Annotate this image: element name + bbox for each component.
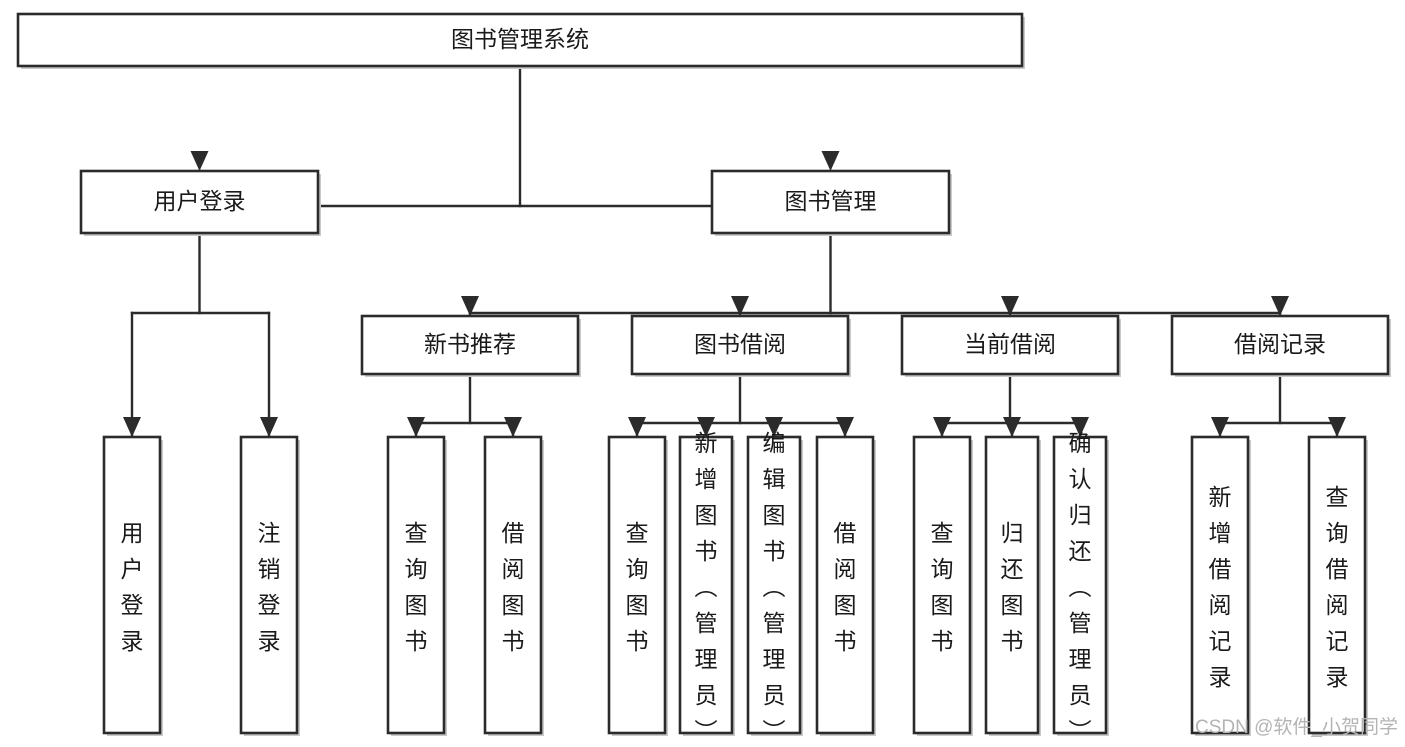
arrow-head xyxy=(1211,417,1229,437)
node-label: 借阅图书 xyxy=(834,520,857,654)
arrow-head xyxy=(1003,417,1021,437)
node-label: 借阅图书 xyxy=(502,520,525,654)
node-label: 新增借阅记录 xyxy=(1209,484,1232,690)
arrow-head xyxy=(407,417,425,437)
edge-group-book-management xyxy=(461,231,1289,318)
node-book-borrow[interactable]: 图书借阅 xyxy=(630,314,851,377)
nodes-layer: 图书管理系统用户登录图书管理新书推荐图书借阅当前借阅借阅记录用户登录注销登录查询… xyxy=(16,12,1391,744)
node-box[interactable] xyxy=(1170,314,1390,376)
node-box[interactable] xyxy=(912,435,972,735)
arrow-head xyxy=(697,417,715,437)
node-box[interactable] xyxy=(607,435,667,735)
edge-group-current-borrow xyxy=(933,372,1089,439)
node-leaf-edit-book[interactable]: 编辑图书︵管理员︶ xyxy=(746,430,803,744)
node-label: 借阅记录 xyxy=(1234,331,1326,357)
node-label: 归还图书 xyxy=(1001,520,1024,654)
node-box[interactable] xyxy=(815,435,875,735)
node-label: 当前借阅 xyxy=(964,331,1056,357)
node-box[interactable] xyxy=(239,435,299,735)
node-label: 查询图书 xyxy=(626,520,649,654)
node-current-borrow[interactable]: 当前借阅 xyxy=(900,314,1121,377)
node-leaf-query-book-bb[interactable]: 查询图书 xyxy=(607,435,668,736)
arrow-head xyxy=(123,417,141,437)
node-leaf-user-login[interactable]: 用户登录 xyxy=(102,435,163,736)
node-label: 用户登录 xyxy=(121,520,144,654)
node-label: 图书管理系统 xyxy=(451,26,589,52)
node-leaf-query-book-nbr[interactable]: 查询图书 xyxy=(386,435,447,736)
node-box[interactable] xyxy=(102,435,162,735)
edge-group-borrow-record xyxy=(1211,372,1346,439)
node-leaf-add-record[interactable]: 新增借阅记录 xyxy=(1190,435,1251,736)
node-box[interactable] xyxy=(79,169,320,235)
arrow-head xyxy=(1001,296,1019,316)
arrow-head xyxy=(190,151,209,171)
arrow-head xyxy=(1071,417,1089,437)
csdn-watermark: CSDN @软件_小贺同学 xyxy=(1195,716,1398,738)
node-box[interactable] xyxy=(1307,435,1367,735)
node-box[interactable] xyxy=(746,435,802,735)
edge-group-new-book-recommend xyxy=(407,372,522,439)
arrow-head xyxy=(1328,417,1346,437)
node-label: 查询借阅记录 xyxy=(1326,484,1349,690)
node-box[interactable] xyxy=(900,314,1120,376)
node-box[interactable] xyxy=(630,314,850,376)
arrow-head xyxy=(765,417,783,437)
node-label: 确认归还︵管理员︶ xyxy=(1069,430,1092,744)
arrow-head xyxy=(821,151,840,171)
arrow-head xyxy=(933,417,951,437)
node-label: 编辑图书︵管理员︶ xyxy=(763,430,786,744)
arrow-head xyxy=(260,417,278,437)
node-root[interactable]: 图书管理系统 xyxy=(16,12,1025,69)
arrow-head xyxy=(504,417,522,437)
node-box[interactable] xyxy=(710,169,951,235)
edge-group-book-borrow xyxy=(628,372,854,439)
node-label: 查询图书 xyxy=(405,520,428,654)
node-label: 新书推荐 xyxy=(424,331,516,357)
node-label: 图书管理 xyxy=(785,188,877,214)
node-user-login[interactable]: 用户登录 xyxy=(79,169,321,236)
node-label: 用户登录 xyxy=(154,188,246,214)
node-box[interactable] xyxy=(678,435,734,735)
node-box[interactable] xyxy=(984,435,1040,735)
arrow-head xyxy=(731,296,749,316)
node-box[interactable] xyxy=(483,435,543,735)
node-label: 图书借阅 xyxy=(694,331,786,357)
node-label: 注销登录 xyxy=(258,520,281,654)
node-leaf-confirm-return[interactable]: 确认归还︵管理员︶ xyxy=(1052,430,1109,744)
node-box[interactable] xyxy=(360,314,580,376)
arrow-head xyxy=(628,417,646,437)
edges-layer xyxy=(123,64,1346,439)
node-label: 查询图书 xyxy=(931,520,954,654)
node-leaf-query-book-cb[interactable]: 查询图书 xyxy=(912,435,973,736)
node-leaf-query-record[interactable]: 查询借阅记录 xyxy=(1307,435,1368,736)
arrow-head xyxy=(836,417,854,437)
node-leaf-return-book[interactable]: 归还图书 xyxy=(984,435,1041,736)
node-box[interactable] xyxy=(16,12,1024,68)
node-leaf-add-book[interactable]: 新增图书︵管理员︶ xyxy=(678,430,735,744)
node-label: 新增图书︵管理员︶ xyxy=(695,430,718,744)
node-box[interactable] xyxy=(1052,435,1108,735)
node-leaf-logout[interactable]: 注销登录 xyxy=(239,435,300,736)
node-borrow-record[interactable]: 借阅记录 xyxy=(1170,314,1391,377)
node-leaf-borrow-book-nbr[interactable]: 借阅图书 xyxy=(483,435,544,736)
node-box[interactable] xyxy=(1190,435,1250,735)
node-new-book-recommend[interactable]: 新书推荐 xyxy=(360,314,581,377)
node-box[interactable] xyxy=(386,435,446,735)
node-book-management[interactable]: 图书管理 xyxy=(710,169,952,236)
edge-group-user-login xyxy=(123,231,278,439)
node-leaf-borrow-book-bb[interactable]: 借阅图书 xyxy=(815,435,876,736)
arrow-head xyxy=(461,296,479,316)
arrow-head xyxy=(1271,296,1289,316)
